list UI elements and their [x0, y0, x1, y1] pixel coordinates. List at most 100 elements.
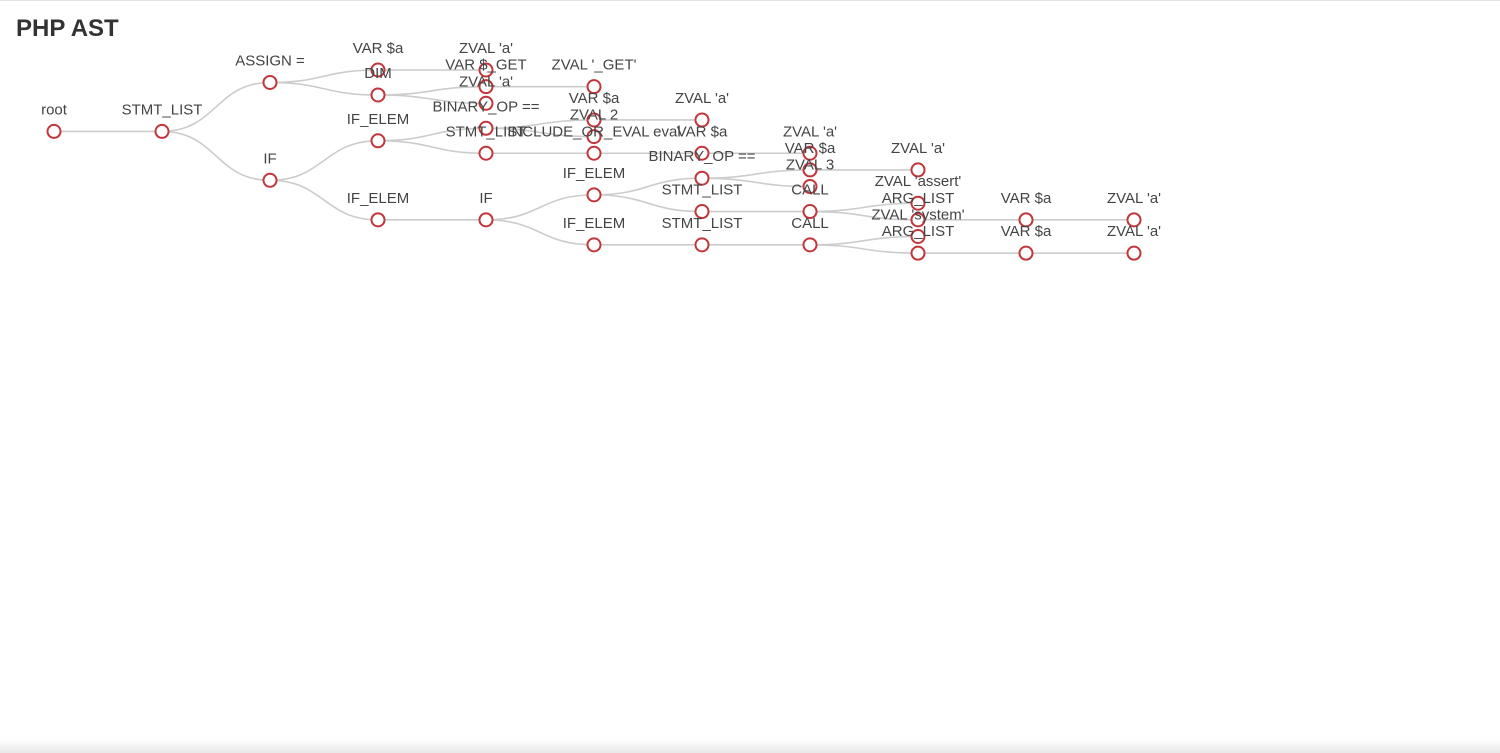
- bottom-shadow: [0, 739, 1500, 753]
- tree-node-arg-list[interactable]: ARG_LIST: [882, 190, 955, 228]
- tree-node-zval-a[interactable]: ZVAL 'a': [783, 123, 837, 161]
- node-label: ASSIGN =: [235, 52, 305, 69]
- node-circle[interactable]: [478, 79, 494, 95]
- node-circle[interactable]: [46, 123, 62, 139]
- tree-node-stmt-list[interactable]: STMT_LIST: [662, 215, 743, 253]
- tree-link: [377, 94, 487, 105]
- tree-node-zval-system[interactable]: ZVAL 'system': [871, 207, 965, 244]
- tree-node-binary-op[interactable]: BINARY_OP ==: [648, 148, 756, 186]
- node-circle[interactable]: [694, 112, 710, 128]
- tree-node-root[interactable]: root: [41, 101, 68, 139]
- node-circle[interactable]: [1018, 245, 1034, 261]
- node-circle[interactable]: [802, 179, 818, 195]
- node-label: DIM: [364, 65, 392, 82]
- node-label: STMT_LIST: [122, 101, 203, 118]
- node-circle[interactable]: [262, 74, 278, 90]
- tree-node-zval-a[interactable]: ZVAL 'a': [675, 90, 729, 128]
- node-circle[interactable]: [262, 172, 278, 188]
- tree-node-dim[interactable]: DIM: [364, 65, 392, 103]
- node-circle[interactable]: [370, 62, 386, 78]
- tree-node-if-elem[interactable]: IF_ELEM: [347, 190, 410, 228]
- node-circle[interactable]: [586, 145, 602, 161]
- node-label: ZVAL 3: [786, 157, 834, 174]
- node-circle[interactable]: [370, 87, 386, 103]
- tree-node-zval-a[interactable]: ZVAL 'a': [891, 140, 945, 178]
- tree-node-if[interactable]: IF: [478, 190, 494, 228]
- tree-node-zval-get[interactable]: ZVAL '_GET': [552, 57, 637, 95]
- tree-node-var-a[interactable]: VAR $a: [353, 40, 404, 78]
- tree-node-zval-a[interactable]: ZVAL 'a': [459, 73, 513, 111]
- tree-node-assign[interactable]: ASSIGN =: [235, 52, 305, 90]
- node-circle[interactable]: [802, 237, 818, 253]
- node-circle[interactable]: [478, 62, 494, 78]
- tree-node-include-or-eval-eval[interactable]: INCLUDE_OR_EVAL eval: [507, 123, 681, 161]
- node-circle[interactable]: [1126, 212, 1142, 228]
- node-circle[interactable]: [802, 204, 818, 220]
- node-circle[interactable]: [586, 79, 602, 95]
- tree-link: [485, 127, 595, 138]
- node-circle[interactable]: [478, 212, 494, 228]
- tree-node-stmt-list[interactable]: STMT_LIST: [122, 101, 203, 139]
- node-circle[interactable]: [910, 162, 926, 178]
- node-circle[interactable]: [586, 237, 602, 253]
- tree-node-var-a[interactable]: VAR $a: [1001, 190, 1052, 228]
- node-label: ZVAL 'a': [891, 140, 945, 157]
- tree-node-arg-list[interactable]: ARG_LIST: [882, 223, 955, 261]
- node-label: IF_ELEM: [563, 215, 626, 232]
- tree-node-stmt-list[interactable]: STMT_LIST: [446, 123, 527, 161]
- tree-link: [377, 127, 487, 142]
- tree-node-var-a[interactable]: VAR $a: [569, 90, 620, 128]
- tree-node-var-a[interactable]: VAR $a: [677, 123, 728, 161]
- node-label: ZVAL '_GET': [552, 57, 637, 74]
- tree-node-zval-a[interactable]: ZVAL 'a': [1107, 223, 1161, 261]
- tree-link: [809, 210, 919, 221]
- node-circle[interactable]: [478, 95, 494, 111]
- tree-link: [593, 194, 703, 213]
- tree-node-stmt-list[interactable]: STMT_LIST: [662, 182, 743, 220]
- node-circle[interactable]: [910, 212, 926, 228]
- tree-node-call[interactable]: CALL: [791, 182, 829, 220]
- node-circle[interactable]: [1018, 212, 1034, 228]
- node-circle[interactable]: [478, 120, 494, 136]
- tree-node-binary-op[interactable]: BINARY_OP ==: [432, 98, 540, 136]
- node-circle[interactable]: [802, 162, 818, 178]
- node-circle[interactable]: [802, 145, 818, 161]
- tree-node-var-a[interactable]: VAR $a: [1001, 223, 1052, 261]
- node-circle[interactable]: [586, 112, 602, 128]
- tree-node-if[interactable]: IF: [262, 150, 278, 188]
- node-label: ZVAL 'a': [459, 40, 513, 57]
- node-circle[interactable]: [694, 170, 710, 186]
- node-circle[interactable]: [370, 133, 386, 149]
- tree-node-if-elem[interactable]: IF_ELEM: [563, 215, 626, 253]
- node-circle[interactable]: [694, 145, 710, 161]
- tree-node-zval-3[interactable]: ZVAL 3: [786, 157, 834, 195]
- node-label: IF_ELEM: [347, 111, 410, 128]
- node-circle[interactable]: [910, 229, 926, 244]
- node-label: ZVAL 'a': [1107, 190, 1161, 207]
- tree-link: [269, 69, 379, 84]
- node-label: STMT_LIST: [446, 123, 527, 140]
- node-circle[interactable]: [694, 204, 710, 220]
- tree-node-zval-assert[interactable]: ZVAL 'assert': [875, 173, 962, 211]
- tree-node-var-a[interactable]: VAR $a: [785, 140, 836, 178]
- node-label: ARG_LIST: [882, 190, 955, 207]
- tree-node-if-elem[interactable]: IF_ELEM: [347, 111, 410, 149]
- node-circle[interactable]: [154, 123, 170, 139]
- node-circle[interactable]: [478, 145, 494, 161]
- node-circle[interactable]: [910, 195, 926, 211]
- node-label: IF: [263, 150, 276, 167]
- tree-node-call[interactable]: CALL: [791, 215, 829, 253]
- node-circle[interactable]: [910, 245, 926, 261]
- node-circle[interactable]: [586, 129, 602, 145]
- tree-node-if-elem[interactable]: IF_ELEM: [563, 165, 626, 203]
- tree-node-var-get[interactable]: VAR $_GET: [445, 57, 527, 95]
- node-circle[interactable]: [694, 237, 710, 253]
- node-circle[interactable]: [370, 212, 386, 228]
- node-label: VAR $a: [1001, 223, 1052, 240]
- tree-node-zval-2[interactable]: ZVAL 2: [570, 107, 618, 145]
- tree-node-zval-a[interactable]: ZVAL 'a': [1107, 190, 1161, 228]
- node-circle[interactable]: [586, 187, 602, 203]
- node-circle[interactable]: [1126, 245, 1142, 261]
- tree-node-zval-a[interactable]: ZVAL 'a': [459, 40, 513, 78]
